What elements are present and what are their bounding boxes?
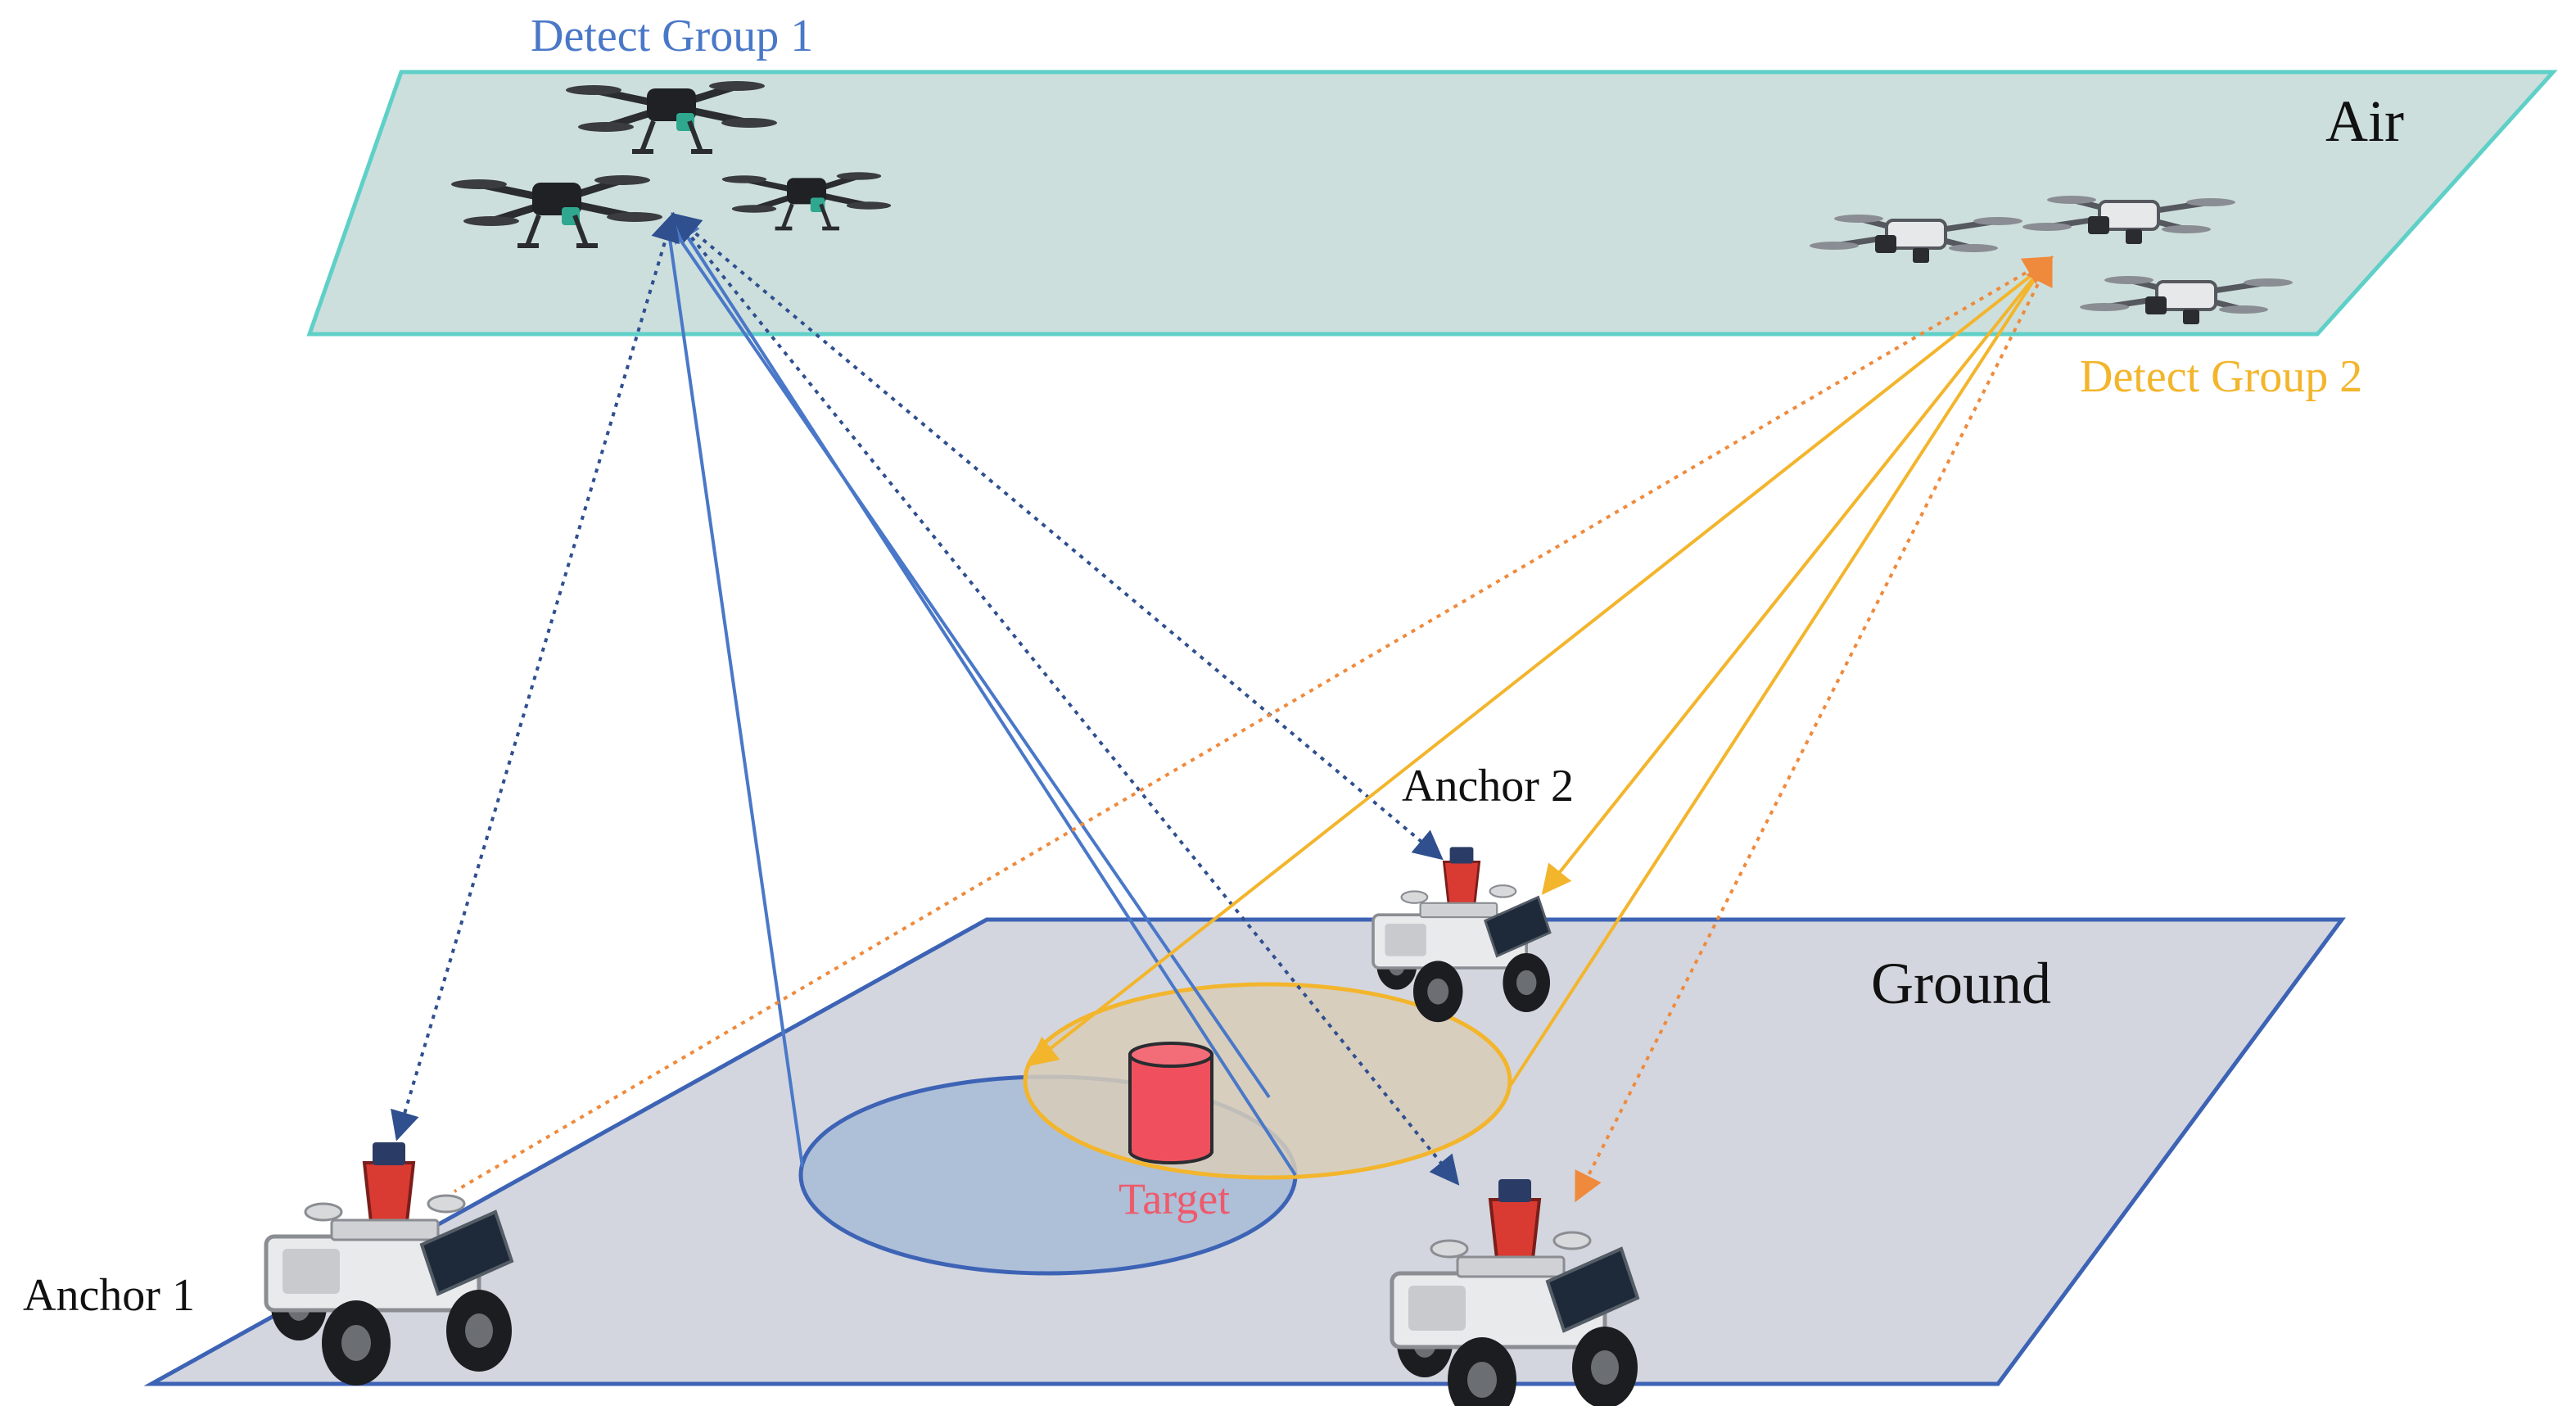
target-label: Target [1119, 1174, 1230, 1223]
group2-label: Detect Group 2 [2080, 351, 2362, 402]
target-cylinder [1128, 1042, 1213, 1164]
group2-anchor-links [453, 255, 2054, 1203]
ground-label: Ground [1871, 951, 2051, 1016]
air-label: Air [2325, 88, 2404, 154]
anchor2-label: Anchor 2 [1402, 761, 1574, 812]
group1-label: Detect Group 1 [531, 11, 813, 61]
group1-anchor-links [391, 211, 1460, 1186]
anchor1-label: Anchor 1 [23, 1270, 195, 1321]
